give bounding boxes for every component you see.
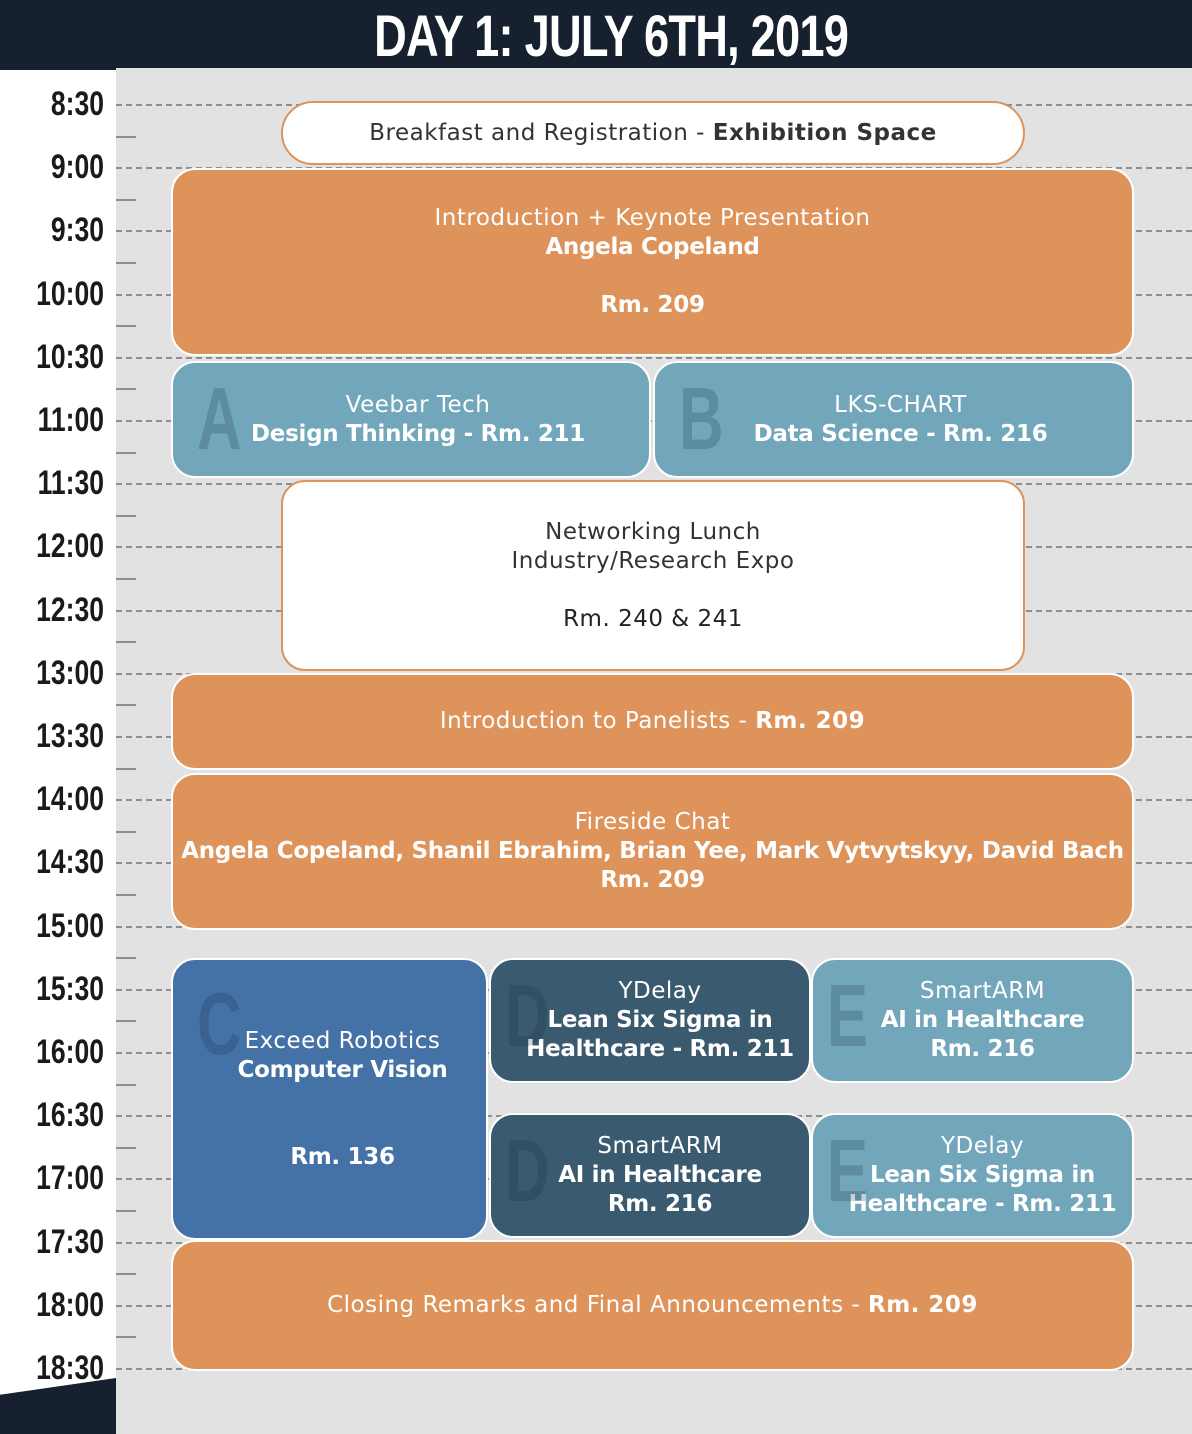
minor-tick [116, 1210, 136, 1212]
track-e1-room: Rm. 216 [930, 1036, 1035, 1062]
track-letter-a: A [197, 369, 242, 468]
session-fireside-chat: Fireside Chat Angela Copeland, Shanil Eb… [171, 773, 1134, 930]
time-label: 13:30 [36, 717, 104, 755]
page-title: DAY 1: JULY 6TH, 2019 [374, 4, 849, 69]
track-letter-e1: E [827, 966, 869, 1065]
time-label: 11:00 [37, 401, 105, 439]
minor-tick [116, 198, 136, 201]
session-closing: Closing Remarks and Final Announcements … [171, 1240, 1134, 1371]
time-label: 10:00 [36, 274, 104, 313]
panelists-label: Introduction to Panelists - [439, 708, 756, 734]
track-d1-topic-line1: Lean Six Sigma in [547, 1007, 773, 1033]
minor-tick [116, 578, 136, 580]
time-label: 17:30 [36, 1222, 104, 1261]
time-label: 14:00 [36, 780, 104, 819]
session-track-d1: D YDelay Lean Six Sigma in Healthcare - … [489, 958, 811, 1083]
session-track-e2: E YDelay Lean Six Sigma in Healthcare - … [811, 1113, 1134, 1238]
session-track-a: A Veebar Tech Design Thinking - Rm. 211 [171, 361, 651, 478]
minor-tick [116, 894, 136, 896]
track-e2-company: YDelay [940, 1133, 1024, 1159]
minor-tick [116, 1146, 136, 1149]
time-label: 13:00 [36, 653, 104, 692]
panelists-room: Rm. 209 [755, 708, 866, 734]
time-label: 18:00 [36, 1285, 104, 1324]
track-e1-topic: AI in Healthcare [880, 1007, 1085, 1033]
time-label: 16:30 [36, 1096, 104, 1135]
fireside-room: Rm. 209 [600, 867, 705, 893]
fireside-title: Fireside Chat [574, 809, 731, 835]
minor-tick [116, 1273, 136, 1276]
session-track-b: B LKS-CHART Data Science - Rm. 216 [653, 361, 1134, 478]
minor-tick [116, 957, 136, 960]
track-letter-d2: D [505, 1121, 550, 1220]
track-d2-topic: AI in Healthcare [558, 1162, 762, 1188]
minor-tick [116, 262, 136, 264]
closing-room: Rm. 209 [867, 1292, 978, 1318]
time-label: 15:30 [36, 969, 104, 1008]
breakfast-location: Exhibition Space [712, 119, 937, 146]
session-keynote: Introduction + Keynote Presentation Ange… [171, 168, 1134, 356]
time-label: 15:00 [36, 906, 104, 945]
breakfast-label: Breakfast and Registration - [369, 119, 713, 146]
fireside-speakers: Angela Copeland, Shanil Ebrahim, Brian Y… [181, 838, 1124, 864]
minor-tick [116, 1020, 136, 1023]
time-label: 18:30 [36, 1349, 104, 1387]
closing-label: Closing Remarks and Final Announcements … [327, 1292, 868, 1318]
track-e2-topic-line2: Healthcare - Rm. 211 [848, 1191, 1117, 1217]
keynote-speaker: Angela Copeland [545, 234, 760, 260]
track-letter-b: B [679, 369, 724, 468]
track-a-topic: Design Thinking - Rm. 211 [251, 420, 585, 447]
minor-tick [116, 767, 136, 770]
track-b-topic: Data Science - Rm. 216 [753, 420, 1048, 447]
time-label: 12:30 [36, 590, 104, 629]
session-track-c: C Exceed Robotics Computer Vision Rm. 13… [171, 958, 488, 1240]
header-bar: DAY 1: JULY 6TH, 2019 [0, 0, 1192, 70]
minor-tick [116, 1083, 136, 1086]
time-label: 8:30 [50, 85, 104, 123]
session-track-e1: E SmartARM AI in Healthcare Rm. 216 [811, 958, 1134, 1083]
minor-tick [116, 830, 136, 833]
lunch-title: Networking Lunch [545, 518, 761, 545]
minor-tick [116, 388, 136, 391]
track-c-room: Rm. 136 [290, 1143, 395, 1170]
time-label: 16:00 [36, 1033, 104, 1071]
minor-tick [116, 325, 136, 328]
minor-tick [116, 641, 136, 644]
minor-tick [116, 514, 136, 517]
time-label: 10:30 [36, 337, 104, 376]
track-c-company: Exceed Robotics [244, 1027, 441, 1054]
lunch-room: Rm. 240 & 241 [563, 605, 743, 632]
keynote-title: Introduction + Keynote Presentation [434, 205, 871, 231]
time-label: 11:30 [37, 464, 105, 503]
session-breakfast: Breakfast and Registration - Exhibition … [281, 101, 1025, 165]
track-letter-e2: E [827, 1121, 869, 1220]
minor-tick [116, 451, 136, 454]
track-e1-company: SmartARM [919, 978, 1046, 1004]
session-lunch: Networking Lunch Industry/Research Expo … [281, 480, 1025, 671]
track-b-company: LKS-CHART [834, 391, 967, 418]
time-label: 12:00 [36, 527, 104, 566]
time-label: 9:00 [50, 148, 104, 187]
track-letter-c: C [197, 974, 242, 1073]
track-e2-topic-line1: Lean Six Sigma in [869, 1162, 1095, 1188]
track-letter-d1: D [505, 966, 550, 1065]
track-d2-company: SmartARM [597, 1133, 723, 1159]
time-label: 14:30 [36, 843, 104, 882]
time-label: 17:00 [36, 1159, 104, 1198]
minor-tick [116, 135, 136, 138]
lunch-subtitle: Industry/Research Expo [511, 547, 795, 574]
grid-line [116, 356, 1192, 359]
minor-tick [116, 1336, 136, 1339]
track-c-topic: Computer Vision [237, 1056, 448, 1083]
session-panelists: Introduction to Panelists - Rm. 209 [171, 673, 1134, 770]
track-a-company: Veebar Tech [345, 391, 491, 418]
keynote-room: Rm. 209 [600, 292, 705, 318]
track-d1-company: YDelay [618, 978, 702, 1004]
session-track-d2: D SmartARM AI in Healthcare Rm. 216 [489, 1113, 811, 1238]
time-label: 9:30 [50, 211, 104, 250]
minor-tick [116, 704, 136, 707]
track-d2-room: Rm. 216 [607, 1191, 713, 1217]
track-d1-topic-line2: Healthcare - Rm. 211 [526, 1036, 794, 1062]
